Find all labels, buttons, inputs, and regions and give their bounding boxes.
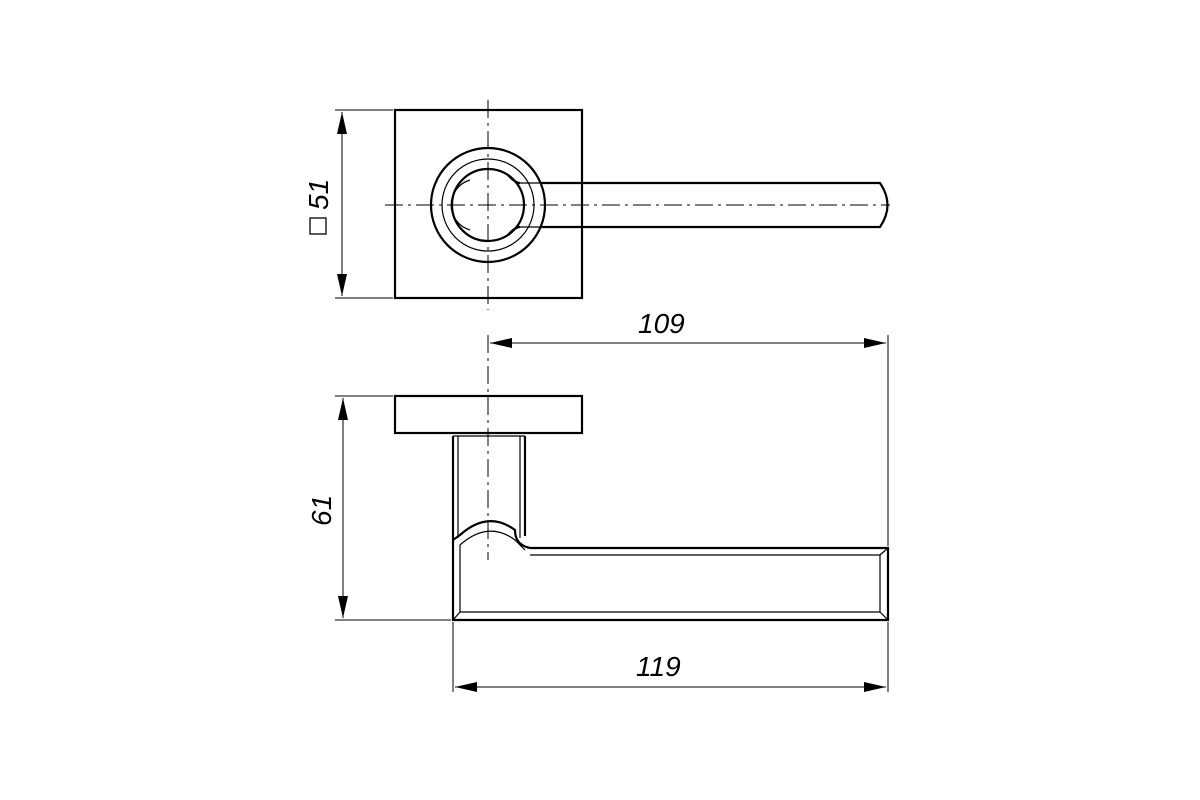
lever-join-bottom — [507, 225, 521, 236]
lever-bar-top — [513, 181, 889, 229]
lever-body-side — [451, 520, 890, 622]
dimension-61-label: 61 — [306, 495, 337, 526]
side-view: 109 119 61 — [306, 308, 890, 692]
dimension-119-label: 119 — [636, 651, 681, 682]
dimension-51-label: 51 — [303, 179, 334, 210]
lever-join-top — [507, 174, 521, 185]
lever-chamfer — [459, 545, 881, 613]
neck-side — [451, 436, 527, 540]
top-view: 51 — [303, 100, 890, 310]
dimension-109-label: 109 — [638, 308, 685, 339]
square-symbol-icon — [309, 217, 327, 235]
